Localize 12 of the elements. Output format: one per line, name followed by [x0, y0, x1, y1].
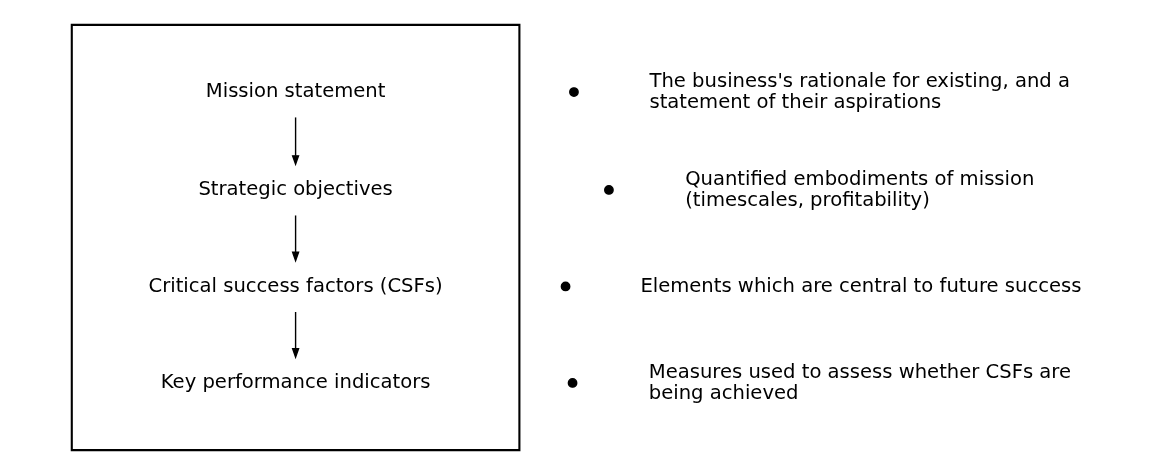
node-text: Strategic objectives [197, 177, 393, 201]
node-text: Key performance indicators [160, 370, 430, 394]
arrow [291, 116, 299, 167]
label: Quantified embodiments of mission (timescales, profitability) [684, 166, 1034, 211]
node-text: Critical success factors (CSFs) [148, 273, 443, 297]
node-text: Mission statement [205, 79, 385, 103]
cluster [70, 23, 520, 452]
arrow [291, 311, 299, 360]
label: Elements which are central to future success [639, 273, 1081, 297]
label: The business's rationale for existing, and a statement of their aspirations [648, 68, 1070, 113]
label: Measures used to assess whether CSFs are being achieved [648, 359, 1071, 404]
arrow [291, 214, 299, 263]
